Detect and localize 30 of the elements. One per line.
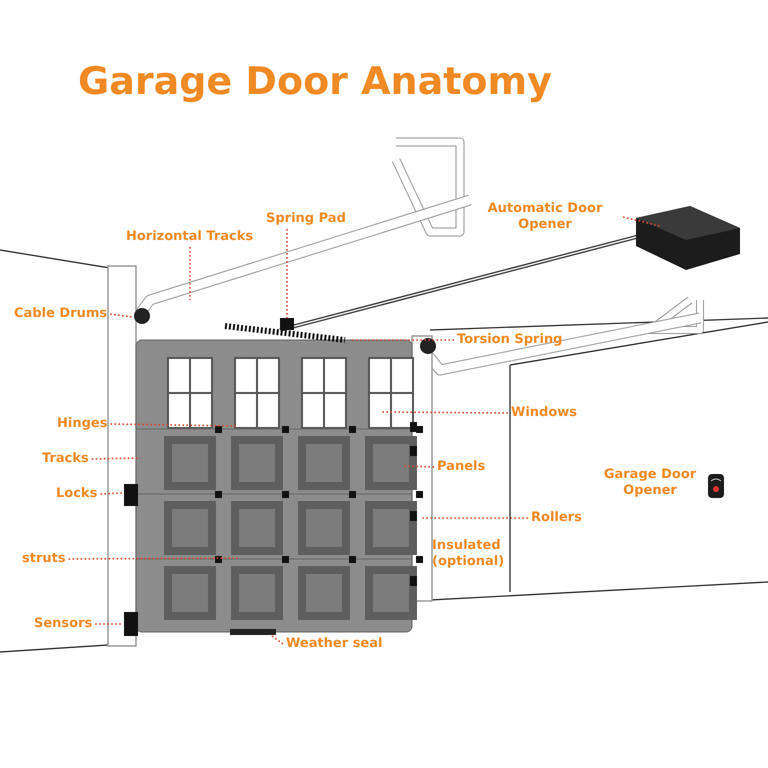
leader-line bbox=[402, 465, 434, 468]
part-label: Sensors bbox=[34, 616, 92, 632]
part-label: Garage Door Opener bbox=[602, 467, 698, 499]
part-label: Cable Drums bbox=[14, 306, 108, 322]
part-label: Panels bbox=[437, 459, 486, 475]
part-label: Insulated (optional) bbox=[432, 538, 506, 570]
part-label: Weather seal bbox=[286, 636, 382, 652]
leader-line bbox=[100, 492, 122, 495]
leader-line bbox=[352, 339, 454, 341]
leader-line bbox=[382, 411, 508, 414]
part-label: Rollers bbox=[531, 510, 582, 526]
leader-line bbox=[110, 423, 236, 427]
leader-line bbox=[272, 635, 284, 645]
leader-line bbox=[189, 247, 191, 300]
part-label: Locks bbox=[56, 486, 98, 502]
leader-line bbox=[95, 623, 122, 625]
leader-line bbox=[286, 229, 288, 318]
part-label: Torsion Spring bbox=[457, 332, 562, 348]
part-label: Hinges bbox=[57, 416, 108, 432]
part-label: Spring Pad bbox=[266, 211, 346, 227]
part-label: Tracks bbox=[42, 451, 89, 467]
leader-line bbox=[110, 313, 132, 318]
leader-line bbox=[68, 557, 238, 560]
part-label: Horizontal Tracks bbox=[126, 229, 254, 245]
title: Garage Door Anatomy bbox=[78, 58, 552, 104]
part-label: Automatic Door Opener bbox=[470, 201, 620, 233]
part-label: Windows bbox=[511, 405, 578, 421]
part-label: struts bbox=[22, 551, 66, 567]
leader-line bbox=[420, 517, 528, 519]
leader-line bbox=[92, 457, 140, 460]
